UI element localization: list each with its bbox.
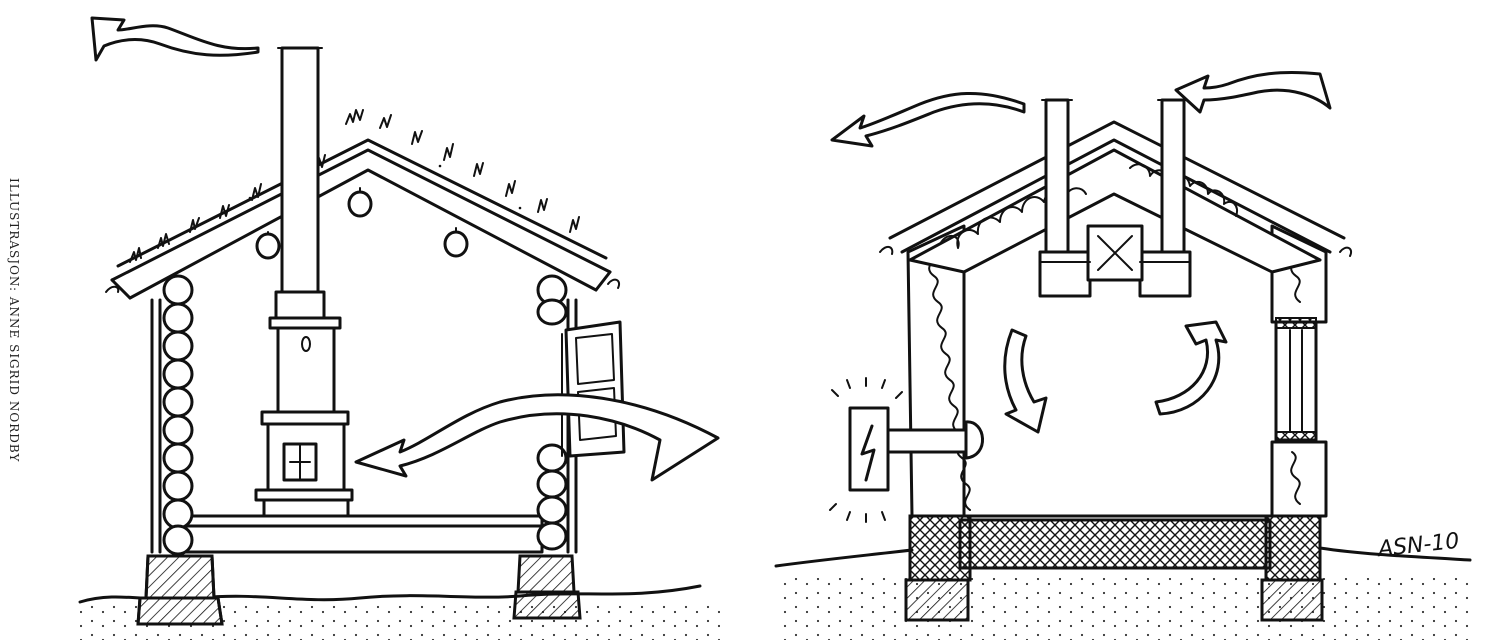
ventilation-system: [1040, 100, 1190, 296]
left-house: [80, 18, 720, 640]
left-floor: [186, 516, 542, 552]
exhaust-arrow: [832, 93, 1024, 146]
right-house: [776, 72, 1476, 640]
exhaust-duct-icon: [1046, 100, 1068, 252]
smoke-arrow: [92, 18, 258, 60]
chimney-icon: [282, 48, 318, 298]
chimney-stove: [256, 48, 352, 516]
draft-arrow: [356, 395, 718, 480]
intake-duct-icon: [1162, 100, 1184, 252]
open-window-icon: [562, 322, 624, 456]
airflow-arrows: [1005, 322, 1226, 432]
intake-arrow: [1176, 72, 1330, 112]
